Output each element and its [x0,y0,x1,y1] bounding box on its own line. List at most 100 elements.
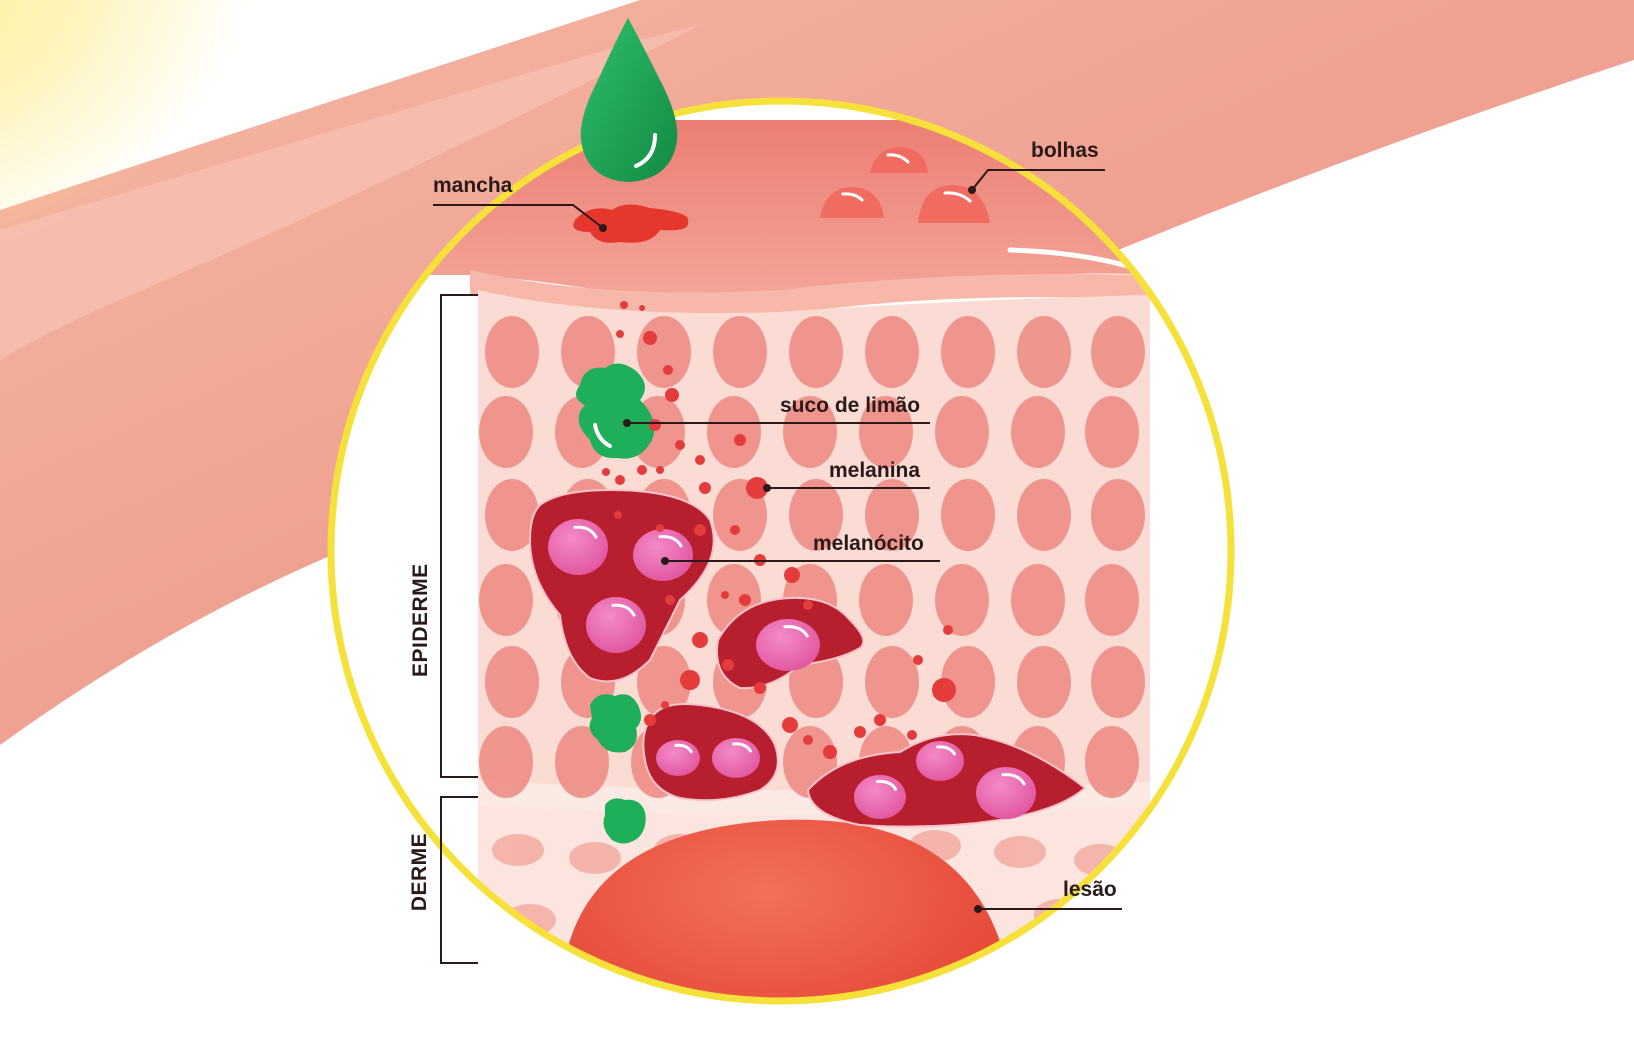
layer-label-epiderme: EPIDERME [409,563,432,677]
epidermis-cell [1085,564,1139,636]
melanin-granule [661,701,669,709]
lemon-drop [580,18,678,182]
epidermis-cell [637,646,691,718]
melanin-granule [695,455,705,465]
melanin-granule [643,331,657,345]
melanin-granule [734,434,746,446]
epidermis-cell [555,726,609,798]
dermis-cell [994,836,1046,868]
melanin-granule [602,468,610,476]
epidermis-cell [865,479,919,551]
epidermis-cell [485,316,539,388]
nucleus-highlight [732,742,752,753]
melanin-granule [692,632,708,648]
melanin-granule [649,419,661,431]
epidermis-cell [789,316,843,388]
dermis-cell [569,842,621,874]
nucleus-highlight [658,535,683,548]
epidermis-cell [485,646,539,718]
epidermis-cell [865,316,919,388]
nucleus-highlight [1001,773,1026,786]
lemon-juice [576,363,655,844]
melanin-granule [665,388,679,402]
label-melanina: melanina [829,459,921,482]
melanin-granule [854,726,866,738]
epidermis-cell [479,396,533,468]
melanin-granule [680,670,700,690]
nucleus-highlight [573,525,598,539]
label-lesao: lesão [1063,878,1117,901]
layer-label-derme: DERME [408,832,431,912]
melanin-granule [721,591,729,599]
melanin-granule [913,655,923,665]
label-melanocito: melanócito [813,532,924,555]
epidermis-cell [783,396,837,468]
epidermis-cell [1091,646,1145,718]
melanin-granule [907,730,917,740]
nucleus-highlight [875,779,898,791]
epidermis-cell [479,726,533,798]
melanin-granule [665,595,675,605]
epidermis-cell [859,396,913,468]
epidermis-cell [1011,564,1065,636]
melanin-granule [616,330,624,338]
sun-glow [0,0,420,370]
melanin-granule [746,477,768,499]
epidermis-cell [859,564,913,636]
epidermis-cell [941,479,995,551]
epidermis-cell [713,316,767,388]
epidermis-cell [707,396,761,468]
melanin-granule [699,482,711,494]
lesion [565,819,1010,1001]
melanin-granule [943,625,953,635]
melanin-granule [823,745,837,759]
epidermis-cell [1017,316,1071,388]
epidermis-cell [637,316,691,388]
melanin-granule [722,659,734,671]
epidermis-cell [1091,479,1145,551]
epidermis-cell [865,646,919,718]
epidermis-cell [1011,396,1065,468]
melanin-granule [932,678,956,702]
epidermis-cell [479,564,533,636]
melanin-granule [784,567,800,583]
melanin-granule [754,682,766,694]
nucleus-highlight [674,743,693,754]
epidermis-cell [1085,396,1139,468]
melanin-granule [675,440,685,450]
melanin-granule [615,475,625,485]
melanin-granule [637,465,647,475]
epidermis-cell [485,479,539,551]
label-mancha: mancha [433,174,513,197]
magnifier-ring [327,97,1235,1005]
nucleus-highlight [611,603,636,617]
epidermis-cell [941,316,995,388]
melanin-granule [803,600,813,610]
epidermis-cell [1017,646,1071,718]
melanin-granule [803,735,813,745]
stain [573,204,689,243]
melanin-granule [663,365,673,375]
epidermis-cell [789,479,843,551]
melanin-granule [782,717,798,733]
melanin-granule [656,524,664,532]
melanin-granule [874,714,886,726]
blisters [820,147,990,223]
dermis-cell [492,834,544,866]
epidermis-cell [1085,726,1139,798]
epidermis-cell [1091,316,1145,388]
melanin-granule [614,511,622,519]
epidermis-cell [935,396,989,468]
melanin-granule [639,305,645,311]
label-suco-de-limao: suco de limão [780,394,921,417]
melanin-granule [694,524,706,536]
nucleus-highlight [783,625,809,638]
epidermis-cell [941,646,995,718]
epidermis-cell [1017,479,1071,551]
melanin-granule [739,594,751,606]
melanin-granule [620,301,628,309]
epidermis-cell [935,564,989,636]
arm-band [0,0,1634,745]
melanin-granule [644,714,656,726]
